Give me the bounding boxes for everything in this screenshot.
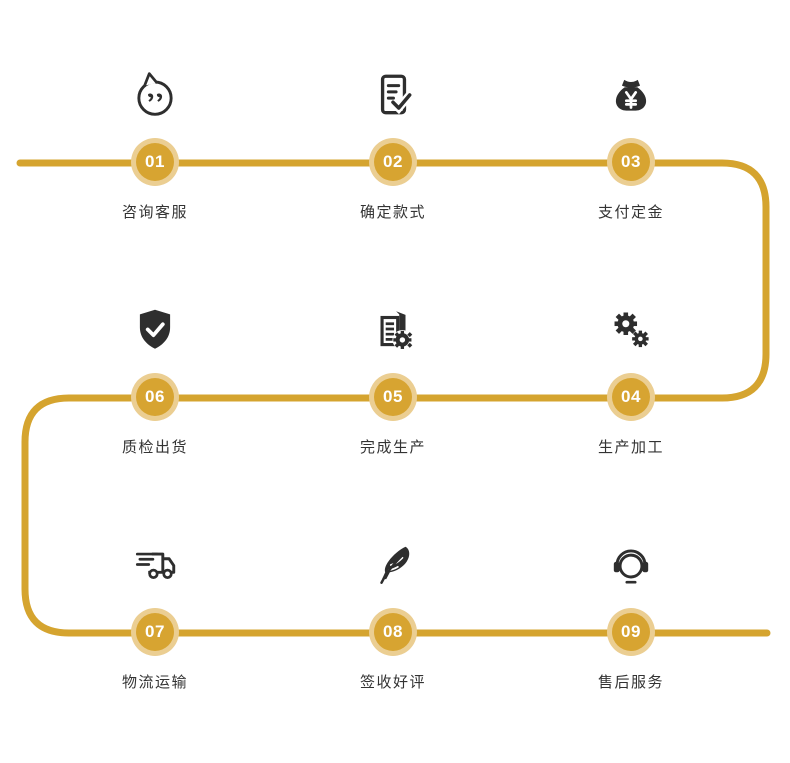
step-label: 质检出货 <box>121 439 188 456</box>
chat-bubble-icon <box>127 67 183 123</box>
gears-icon <box>603 302 659 358</box>
step-03: 03 支付定金 <box>571 67 691 222</box>
step-number-badge: 05 <box>369 373 417 421</box>
step-08: 08 签收好评 <box>333 537 453 692</box>
step-05: 05 完成生产 <box>333 302 453 457</box>
step-number: 01 <box>145 152 165 171</box>
step-label: 确定款式 <box>359 204 426 221</box>
step-06: 06 质检出货 <box>95 302 215 457</box>
step-04: 04 生产加工 <box>571 302 691 457</box>
step-label: 支付定金 <box>597 204 664 221</box>
step-label: 售后服务 <box>597 674 664 691</box>
step-number-badge: 04 <box>607 373 655 421</box>
step-label: 签收好评 <box>359 674 426 691</box>
step-label: 完成生产 <box>359 439 426 456</box>
step-number-badge: 09 <box>607 608 655 656</box>
quill-feather-icon <box>365 537 421 593</box>
headset-icon <box>603 537 659 593</box>
step-02: 02 确定款式 <box>333 67 453 222</box>
document-check-icon <box>365 67 421 123</box>
step-number-badge: 06 <box>131 373 179 421</box>
step-number: 07 <box>145 622 165 641</box>
step-label: 物流运输 <box>121 674 188 691</box>
step-label: 咨询客服 <box>121 204 188 221</box>
shield-check-icon <box>127 302 183 358</box>
step-01: 01 咨询客服 <box>95 67 215 222</box>
step-number: 05 <box>383 387 403 406</box>
step-number: 04 <box>621 387 641 406</box>
step-number-badge: 03 <box>607 138 655 186</box>
step-09: 09 售后服务 <box>571 537 691 692</box>
step-number-badge: 02 <box>369 138 417 186</box>
money-bag-icon <box>603 67 659 123</box>
step-number: 09 <box>621 622 641 641</box>
step-number: 02 <box>383 152 403 171</box>
delivery-truck-icon <box>127 537 183 593</box>
step-number: 08 <box>383 622 403 641</box>
step-number-badge: 08 <box>369 608 417 656</box>
step-number-badge: 01 <box>131 138 179 186</box>
factory-gear-icon <box>365 302 421 358</box>
step-number: 06 <box>145 387 165 406</box>
step-07: 07 物流运输 <box>95 537 215 692</box>
step-number: 03 <box>621 152 641 171</box>
step-label: 生产加工 <box>597 439 664 456</box>
step-number-badge: 07 <box>131 608 179 656</box>
